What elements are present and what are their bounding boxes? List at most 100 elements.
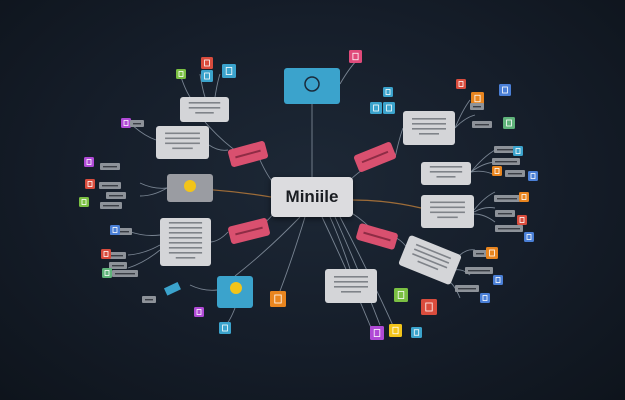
coin-icon[interactable] [184, 180, 196, 192]
app-icon[interactable] [370, 326, 384, 340]
app-icon-glyph[interactable] [386, 104, 392, 112]
leaf-chip[interactable] [495, 210, 515, 217]
topic-node-bg[interactable] [421, 162, 471, 185]
app-icon[interactable] [499, 84, 511, 96]
app-icon-glyph[interactable] [373, 104, 379, 112]
app-icon-bg[interactable] [471, 92, 484, 105]
app-icon-glyph[interactable] [204, 72, 210, 80]
topic-node[interactable] [421, 162, 471, 185]
leaf-chip[interactable] [495, 225, 523, 232]
app-icon[interactable] [480, 293, 490, 303]
app-icon[interactable] [176, 69, 186, 79]
app-icon-glyph[interactable] [413, 329, 420, 336]
app-icon[interactable] [524, 232, 534, 242]
app-icon-bg[interactable] [486, 247, 498, 259]
leaf-chip[interactable] [100, 163, 120, 170]
app-icon[interactable] [383, 102, 395, 114]
app-icon[interactable] [85, 179, 95, 189]
app-icon-bg[interactable] [519, 192, 529, 202]
top-blue-node-bg[interactable] [284, 68, 340, 104]
topic-node[interactable] [403, 111, 455, 145]
app-icon-bg[interactable] [517, 215, 527, 225]
topic-node[interactable] [180, 97, 229, 122]
app-icon-bg[interactable] [176, 69, 186, 79]
app-icon-glyph[interactable] [397, 291, 405, 299]
app-icon[interactable] [194, 307, 204, 317]
app-icon-glyph[interactable] [506, 119, 512, 127]
app-icon-glyph[interactable] [222, 324, 228, 332]
leaf-chip[interactable] [473, 250, 487, 257]
leaf-chip[interactable] [130, 120, 144, 127]
app-icon[interactable] [121, 118, 131, 128]
app-icon-glyph[interactable] [178, 71, 184, 77]
app-icon-bg[interactable] [110, 225, 120, 235]
leaf-chip[interactable] [492, 158, 520, 165]
app-icon-glyph[interactable] [515, 148, 521, 154]
app-icon-glyph[interactable] [526, 234, 532, 240]
app-icon-glyph[interactable] [482, 295, 488, 301]
app-icon-bg[interactable] [84, 157, 94, 167]
app-icon[interactable] [389, 324, 402, 337]
app-icon[interactable] [513, 146, 523, 156]
app-icon[interactable] [421, 299, 437, 315]
topic-node[interactable] [160, 218, 211, 266]
app-icon-glyph[interactable] [196, 309, 202, 315]
app-icon[interactable] [270, 291, 286, 307]
topic-node-bg[interactable] [180, 97, 229, 122]
topic-node[interactable] [325, 269, 377, 303]
app-icon-bg[interactable] [194, 307, 204, 317]
app-icon[interactable] [503, 117, 515, 129]
app-icon-bg[interactable] [499, 84, 511, 96]
app-icon-glyph[interactable] [502, 86, 508, 94]
app-icon-glyph[interactable] [474, 94, 481, 103]
leaf-chip[interactable] [100, 202, 122, 209]
app-icon-bg[interactable] [493, 275, 503, 285]
leaf-chip[interactable] [494, 146, 519, 153]
app-icon[interactable] [493, 275, 503, 285]
app-icon[interactable] [486, 247, 498, 259]
app-icon-bg[interactable] [270, 291, 286, 307]
app-icon-bg[interactable] [480, 293, 490, 303]
app-icon-bg[interactable] [121, 118, 131, 128]
app-icon-bg[interactable] [370, 326, 384, 340]
app-icon-glyph[interactable] [521, 194, 527, 200]
app-icon-bg[interactable] [394, 288, 408, 302]
app-icon[interactable] [84, 157, 94, 167]
app-icon-bg[interactable] [456, 79, 466, 89]
app-icon[interactable] [101, 249, 111, 259]
app-icon-glyph[interactable] [495, 277, 501, 283]
app-icon[interactable] [528, 171, 538, 181]
app-icon[interactable] [492, 166, 502, 176]
app-icon[interactable] [222, 64, 236, 78]
app-icon-bg[interactable] [222, 64, 236, 78]
app-icon[interactable] [201, 70, 213, 82]
app-icon[interactable] [349, 50, 362, 63]
network-icon[interactable] [304, 76, 320, 92]
app-icon-bg[interactable] [389, 324, 402, 337]
leaf-chip[interactable] [142, 296, 156, 303]
app-icon-glyph[interactable] [225, 67, 233, 75]
app-icon-glyph[interactable] [104, 270, 110, 276]
app-icon-glyph[interactable] [494, 168, 500, 174]
app-icon-bg[interactable] [79, 197, 89, 207]
branch-tag[interactable] [355, 223, 398, 250]
branch-tag[interactable] [227, 140, 269, 167]
topic-node[interactable] [421, 195, 474, 228]
app-icon-glyph[interactable] [81, 199, 87, 205]
app-icon-bg[interactable] [528, 171, 538, 181]
app-icon-glyph[interactable] [86, 159, 92, 165]
app-icon-glyph[interactable] [112, 227, 118, 233]
app-icon[interactable] [370, 102, 382, 114]
app-icon-glyph[interactable] [519, 217, 525, 223]
leaf-chip[interactable] [99, 182, 121, 189]
app-icon-bg[interactable] [492, 166, 502, 176]
app-icon-glyph[interactable] [103, 251, 109, 257]
app-icon-bg[interactable] [101, 249, 111, 259]
app-icon-bg[interactable] [411, 327, 422, 338]
topic-node[interactable] [398, 235, 462, 286]
app-icon-bg[interactable] [85, 179, 95, 189]
app-icon[interactable] [110, 225, 120, 235]
leaf-chip[interactable] [163, 281, 181, 296]
app-icon[interactable] [519, 192, 529, 202]
app-icon-bg[interactable] [383, 102, 395, 114]
